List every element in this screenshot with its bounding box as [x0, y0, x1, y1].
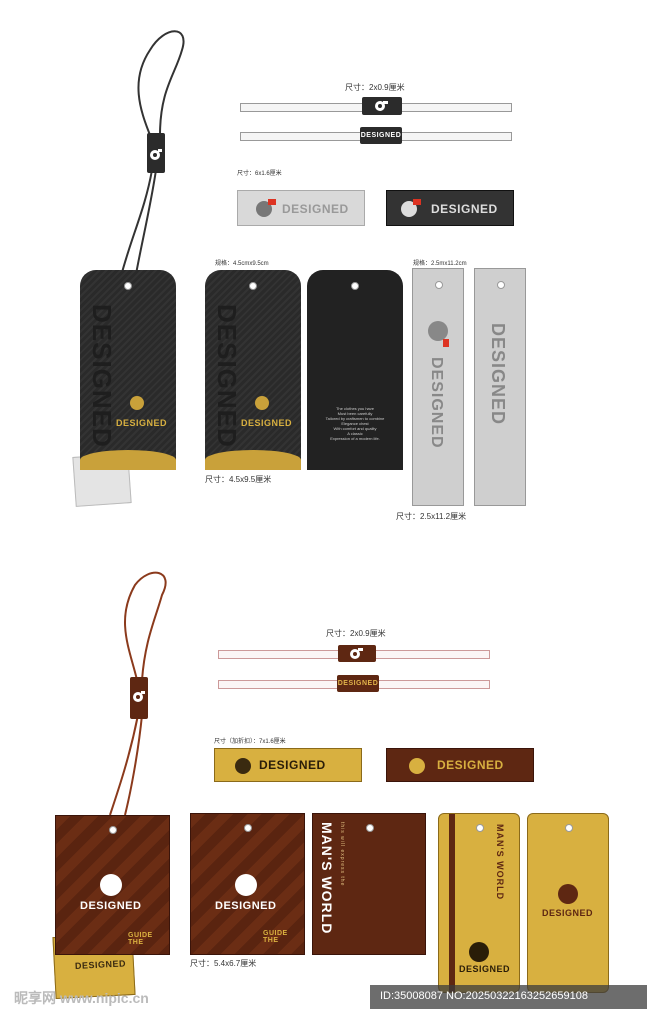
tag-hole	[366, 824, 374, 832]
tag-hole	[435, 281, 443, 289]
logo-icon	[428, 321, 448, 341]
guide-text-1: GUIDE THE	[128, 932, 153, 946]
logo-accent-icon	[443, 339, 449, 347]
tall-tag-yellow-2: DESIGNED	[527, 813, 609, 993]
seal-logo-1	[362, 97, 402, 115]
vertical-brand-2: DESIGNED	[212, 304, 242, 448]
logo-accent-icon	[268, 199, 276, 205]
tag-hole	[249, 282, 257, 290]
brown-1-brand: DESIGNED	[80, 900, 142, 912]
tag-stripe	[449, 814, 455, 992]
tag-spec-left: 规格：4.5cmx9.5cm	[215, 261, 269, 267]
logo-accent-icon	[413, 199, 421, 205]
hang-tag-brown-1: DESIGNED GUIDE THE	[55, 815, 170, 955]
gold-wave	[80, 450, 176, 470]
seal-brand-brown: DESIGNED	[337, 675, 379, 692]
tag-hole	[476, 824, 484, 832]
tag-size-right: 尺寸：2.5x11.2厘米	[396, 512, 467, 521]
gold-wave	[205, 450, 301, 470]
hang-tag-1: DESIGNED DESIGNED	[80, 270, 176, 470]
logo-icon	[130, 396, 144, 410]
label-size-top: 尺寸：6x1.6厘米	[237, 171, 282, 177]
logo-icon	[256, 201, 272, 217]
tall-tag-grey-1: DESIGNED	[412, 268, 464, 506]
logo-icon	[255, 396, 269, 410]
hang-tag-2: DESIGNED DESIGNED	[205, 270, 301, 470]
tag-hole	[497, 281, 505, 289]
vertical-brand-1: DESIGNED	[87, 304, 117, 448]
logo-icon	[150, 149, 162, 160]
seal-logo-brown	[338, 645, 376, 662]
logo-icon	[409, 758, 425, 774]
woven-label-brown: DESIGNED	[386, 748, 534, 782]
tag-hole	[244, 824, 252, 832]
logo-icon	[350, 648, 363, 659]
woven-label-dark-text: DESIGNED	[431, 202, 498, 216]
woven-label-dark: DESIGNED	[386, 190, 514, 226]
logo-icon	[235, 758, 251, 774]
string-bottom	[109, 571, 167, 816]
woven-label-grey-text: DESIGNED	[282, 202, 349, 216]
mans-world-text: MAN'S WORLD	[319, 822, 335, 935]
logo-icon	[100, 874, 122, 896]
tag-1-brand: DESIGNED	[116, 418, 168, 428]
tag-hole	[351, 282, 359, 290]
woven-label-yellow-text: DESIGNED	[259, 758, 326, 772]
seal-size-label-bottom: 尺寸：2x0.9厘米	[326, 629, 386, 638]
tag-2-brand: DESIGNED	[241, 418, 293, 428]
woven-label-grey: DESIGNED	[237, 190, 365, 226]
tag-size-left: 尺寸：4.5x9.5厘米	[205, 475, 272, 484]
tall-tag-yellow-1: MAN'S WORLD DESIGNED	[438, 813, 520, 993]
logo-icon	[469, 942, 489, 962]
seal-brand-2: DESIGNED	[360, 127, 402, 144]
tag-size-bottom: 尺寸：5.4x6.7厘米	[190, 959, 257, 968]
guide-text-2: GUIDE THE	[263, 930, 288, 944]
logo-icon	[401, 201, 417, 217]
tag-hole	[124, 282, 132, 290]
mans-world-small: this will express the	[339, 822, 345, 887]
label-size-bottom: 尺寸（加折扣）：7x1.6厘米	[214, 739, 286, 745]
yellow-1-brand: DESIGNED	[459, 964, 511, 974]
woven-label-yellow: DESIGNED	[214, 748, 362, 782]
yellow-2-brand: DESIGNED	[542, 908, 594, 918]
hanging-seal	[147, 133, 165, 173]
tall-tag-brand-1: DESIGNED	[428, 357, 445, 449]
woven-label-brown-text: DESIGNED	[437, 758, 504, 772]
hang-tag-brown-mansworld: MAN'S WORLD this will express the	[312, 813, 426, 955]
hanging-seal-brown	[130, 677, 148, 719]
nipic-watermark: 昵享网 www.nipic.cn	[14, 990, 149, 1006]
hang-tag-back: The clothes you have Must been carefully…	[307, 270, 403, 470]
seal-size-label: 尺寸：2x0.9厘米	[345, 83, 405, 92]
logo-icon	[558, 884, 578, 904]
tag-hole	[565, 824, 573, 832]
hang-tag-brown-2: DESIGNED GUIDE THE	[190, 813, 305, 955]
yellow-back-brand: DESIGNED	[74, 958, 127, 971]
tag-hole	[109, 826, 117, 834]
brown-2-brand: DESIGNED	[215, 900, 277, 912]
tall-tag-brand-2: DESIGNED	[488, 323, 508, 426]
yellow-mansworld: MAN'S WORLD	[495, 824, 505, 901]
footer-bar	[370, 985, 647, 1009]
logo-icon	[133, 691, 145, 702]
back-text: The clothes you have Must been carefully…	[325, 406, 385, 441]
logo-icon	[375, 101, 388, 111]
tag-spec-right: 规格：2.5mx11.2cm	[413, 261, 467, 267]
tall-tag-grey-2: DESIGNED	[474, 268, 526, 506]
logo-icon	[235, 874, 257, 896]
footer-id: ID:35008087 NO:20250322163252659108	[380, 990, 588, 1002]
